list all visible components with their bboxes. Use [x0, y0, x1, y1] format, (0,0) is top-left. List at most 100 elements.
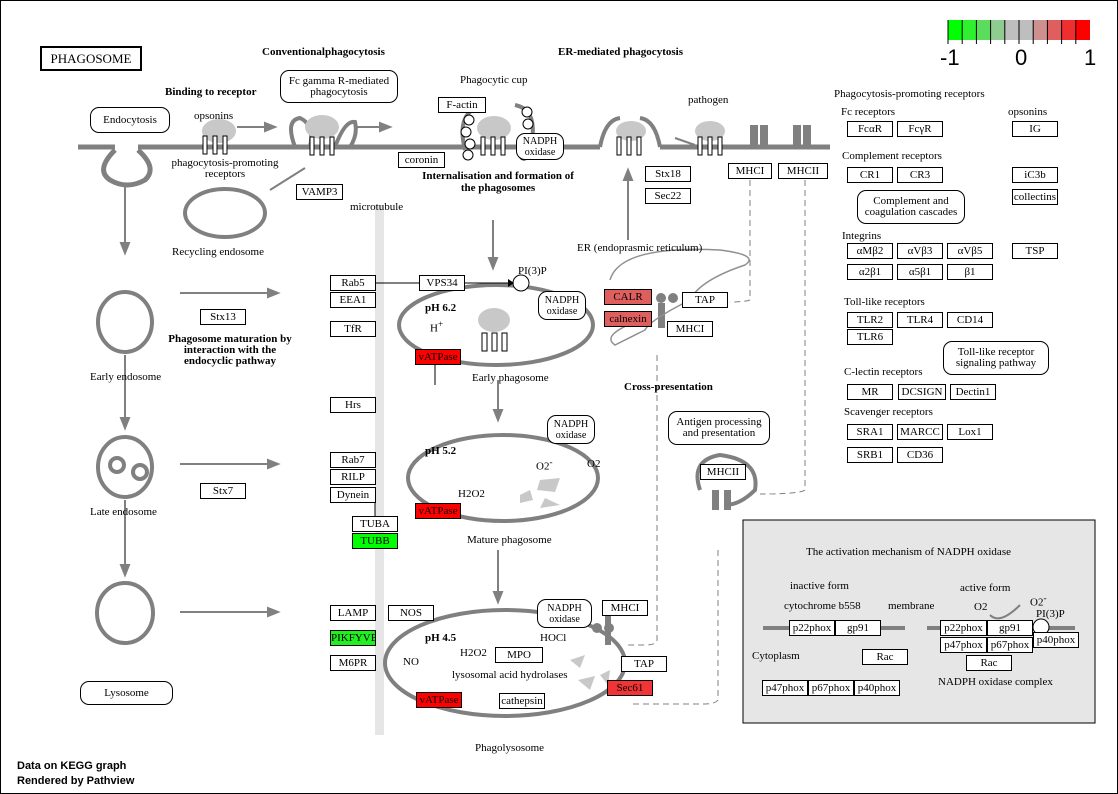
gene-hrs[interactable]: Hrs — [330, 397, 376, 413]
gene-stx13[interactable]: Stx13 — [200, 309, 246, 325]
gene-tlr6[interactable]: TLR6 — [847, 329, 893, 345]
pathway-fcgamma[interactable]: Fc gamma R-mediated phagocytosis — [280, 70, 398, 103]
gene-dynein[interactable]: Dynein — [330, 487, 376, 503]
gene-factin[interactable]: F-actin — [438, 97, 486, 113]
nadph-p47phox[interactable]: p47phox — [940, 637, 987, 653]
gene-sra1[interactable]: SRA1 — [847, 424, 893, 440]
gene-lox1[interactable]: Lox1 — [947, 424, 993, 440]
gene-stx18[interactable]: Stx18 — [645, 166, 691, 182]
legend-swatch — [948, 20, 963, 40]
nadph-panel-title: The activation mechanism of NADPH oxidas… — [806, 546, 1011, 558]
gene-dectin1[interactable]: Dectin1 — [950, 384, 996, 400]
label-phagocytic-cup: Phagocytic cup — [460, 74, 528, 86]
gene-calnexin[interactable]: calnexin — [604, 311, 652, 327]
gene-tubb[interactable]: TUBB — [352, 533, 398, 549]
gene-mhci-bot[interactable]: MHCI — [602, 600, 648, 616]
nadph-p40phox[interactable]: p40phox — [1033, 632, 1079, 648]
gene-rab7[interactable]: Rab7 — [330, 452, 376, 468]
gene-marcc[interactable]: MARCC — [897, 424, 943, 440]
nadph-oxidase-cup[interactable]: NADPH oxidase — [516, 133, 564, 160]
gene-cr1[interactable]: CR1 — [847, 167, 893, 183]
gene-vamp3[interactable]: VAMP3 — [296, 184, 343, 200]
label-pathogen: pathogen — [688, 94, 729, 106]
gene-fcar[interactable]: FcαR — [847, 121, 893, 137]
nadph-p22phox[interactable]: p22phox — [940, 620, 987, 636]
gene-amb2[interactable]: αMβ2 — [847, 243, 893, 259]
nadph-gp91[interactable]: gp91 — [835, 620, 881, 636]
gene-fcyr[interactable]: FcγR — [897, 121, 943, 137]
legend-tick-max: 1 — [1084, 45, 1097, 70]
nadph-p22phox[interactable]: p22phox — [789, 620, 835, 636]
gene-collectins[interactable]: collectins — [1012, 189, 1058, 205]
gene-ic3b[interactable]: iC3b — [1012, 167, 1058, 183]
nadph-rac[interactable]: Rac — [966, 655, 1012, 671]
nadph-gp91[interactable]: gp91 — [987, 620, 1033, 636]
label-toll-receptors: Toll-like receptors — [844, 296, 925, 308]
pathway-lysosome[interactable]: Lysosome — [80, 681, 173, 705]
gene-mhcii-mid[interactable]: MHCII — [700, 464, 746, 480]
label-scavenger-receptors: Scavenger receptors — [844, 406, 933, 418]
gene-ig[interactable]: IG — [1012, 121, 1058, 137]
gene-mpo[interactable]: MPO — [495, 647, 543, 663]
nadph-oxidase-phagolysosome[interactable]: NADPH oxidase — [537, 599, 592, 628]
pathway-complement[interactable]: Complement and coagulation cascades — [857, 190, 965, 224]
gene-nos[interactable]: NOS — [388, 605, 434, 621]
gene-vatpase[interactable]: vATPase — [416, 692, 462, 708]
pathway-endocytosis[interactable]: Endocytosis — [90, 107, 170, 133]
gene-mhci-top[interactable]: MHCI — [728, 163, 772, 179]
gene-sec61[interactable]: Sec61 — [607, 680, 653, 696]
gene-mhcii-top[interactable]: MHCII — [778, 163, 828, 179]
gene-a2b1[interactable]: α2β1 — [847, 264, 893, 280]
gene-stx7[interactable]: Stx7 — [200, 483, 246, 499]
label-late-endosome: Late endosome — [90, 506, 157, 518]
nadph-p67phox[interactable]: p67phox — [987, 637, 1033, 653]
gene-calr[interactable]: CALR — [604, 289, 652, 305]
gene-cd36[interactable]: CD36 — [897, 447, 943, 463]
gene-tsp[interactable]: TSP — [1012, 243, 1058, 259]
pathway-antigen[interactable]: Antigen processing and presentation — [668, 411, 770, 445]
gene-b1[interactable]: β1 — [947, 264, 993, 280]
gene-rilp[interactable]: RILP — [330, 469, 376, 485]
heading-internalisation: Internalisation and formation of the pha… — [422, 170, 574, 194]
footer-line2: Rendered by Pathview — [17, 775, 135, 787]
gene-tfr[interactable]: TfR — [330, 321, 376, 337]
gene-srb1[interactable]: SRB1 — [847, 447, 893, 463]
gene-avb5[interactable]: αVβ5 — [947, 243, 993, 259]
nadph-p67phox[interactable]: p67phox — [808, 680, 854, 696]
gene-cd14[interactable]: CD14 — [947, 312, 993, 328]
gene-sec22[interactable]: Sec22 — [645, 188, 691, 204]
gene-tuba[interactable]: TUBA — [352, 516, 398, 532]
gene-vps34[interactable]: VPS34 — [419, 275, 465, 291]
gene-tap-er[interactable]: TAP — [682, 292, 728, 308]
gene-dcsign[interactable]: DCSIGN — [898, 384, 946, 400]
nadph-oxidase-early[interactable]: NADPH oxidase — [538, 291, 586, 320]
gene-rab5[interactable]: Rab5 — [330, 275, 376, 291]
pathway-tlr[interactable]: Toll-like receptor signaling pathway — [943, 341, 1049, 375]
gene-cathepsin[interactable]: cathepsin — [499, 693, 545, 709]
heading-conventional: Conventionalphagocytosis — [262, 46, 385, 58]
gene-vatpase[interactable]: vATPase — [415, 503, 461, 519]
gene-cr3[interactable]: CR3 — [897, 167, 943, 183]
gene-mr[interactable]: MR — [847, 384, 893, 400]
label-panel-o2minus: O2- — [1030, 593, 1047, 609]
gene-avb3[interactable]: αVβ3 — [897, 243, 943, 259]
gene-tap-bot[interactable]: TAP — [621, 656, 667, 672]
nadph-p40phox[interactable]: p40phox — [854, 680, 900, 696]
legend-swatch — [1061, 20, 1076, 40]
gene-mhci-er[interactable]: MHCI — [667, 321, 713, 337]
gene-tlr4[interactable]: TLR4 — [897, 312, 943, 328]
nadph-oxidase-mature[interactable]: NADPH oxidase — [547, 415, 595, 444]
gene-pikfyve[interactable]: PIKFYVE — [330, 630, 376, 646]
gene-tlr2[interactable]: TLR2 — [847, 312, 893, 328]
gene-vatpase[interactable]: vATPase — [415, 349, 461, 365]
legend-swatch — [1004, 20, 1019, 40]
nadph-rac[interactable]: Rac — [862, 649, 908, 665]
nadph-p47phox[interactable]: p47phox — [762, 680, 808, 696]
gene-lamp[interactable]: LAMP — [330, 605, 376, 621]
gene-m6pr[interactable]: M6PR — [330, 655, 376, 671]
panel-o2minus-text: O2 — [1030, 596, 1044, 609]
gene-eea1[interactable]: EEA1 — [330, 292, 376, 308]
o2-minus-text: O2 — [536, 460, 550, 473]
gene-coronin[interactable]: coronin — [398, 152, 445, 168]
gene-a5b1[interactable]: α5β1 — [897, 264, 943, 280]
